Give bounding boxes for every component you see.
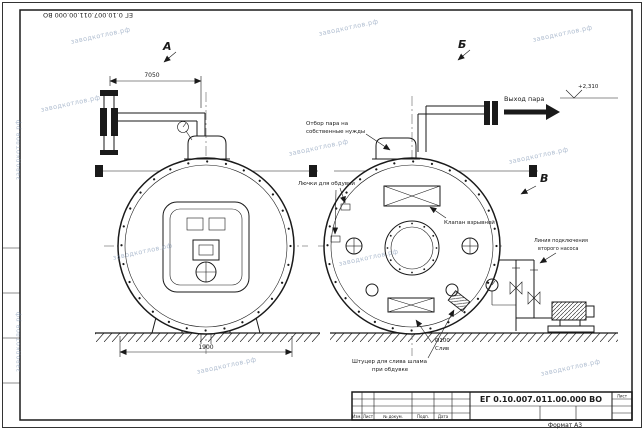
pump-assembly xyxy=(485,259,595,333)
watermark-text: заводкотлов.рф xyxy=(14,119,22,180)
explosion-valve xyxy=(383,185,441,207)
boiler-rear-view: Выход пара +2,310 Отбор пара на собствен… xyxy=(298,38,618,373)
elevation-mark: +2,310 xyxy=(560,84,618,99)
label-sludge-2: при обдувке xyxy=(372,367,409,373)
steam-outlet-arrow xyxy=(504,104,560,120)
label-explosion-valve: Клапан взрывной xyxy=(444,219,495,226)
pump-unit xyxy=(547,301,595,333)
bottom-hatch xyxy=(387,297,435,313)
steam-outlet-callout: Выход пара xyxy=(504,95,560,120)
label-steam-outlet: Выход пара xyxy=(504,95,544,103)
label-blow-hatches: Лючки для обдувки xyxy=(298,181,355,187)
tb-col-izm: Изм. xyxy=(352,414,361,419)
pressure-gauge-pump xyxy=(485,278,516,306)
label-steam-own-1: Отбор пара на xyxy=(306,121,348,127)
drain-callout: Ø100 Слив xyxy=(415,319,450,352)
label-drain: Слив xyxy=(435,346,449,352)
boiler-front-view: 7050 А 1900 xyxy=(100,40,308,357)
ground-line xyxy=(95,332,618,342)
view-v-letter: В xyxy=(540,172,548,185)
label-sludge-1: Штуцер для слива шлама xyxy=(352,359,427,365)
steam-own-needs-callout: Отбор пара на собственные нужды xyxy=(306,121,391,151)
tb-sheet-label: Лист xyxy=(617,394,628,399)
view-label-b: Б xyxy=(457,38,471,61)
title-block: Изм. Лист № докум. Подп. Дата Лист ЕГ 0.… xyxy=(351,391,633,429)
side-nozzles xyxy=(345,237,479,297)
tb-col-sign: Подп. xyxy=(417,414,429,419)
title-block-code: ЕГ 0.10.007.011.00.000 ВО xyxy=(480,395,602,404)
tb-col-date: Дата xyxy=(438,414,449,419)
blow-hatch-2 xyxy=(330,235,341,243)
label-elevation: +2,310 xyxy=(578,84,599,90)
label-drain-dia: Ø100 xyxy=(435,337,450,344)
dimension-bottom: 1900 xyxy=(119,336,293,357)
view-label-v: В xyxy=(520,172,548,195)
label-steam-own-2: собственные нужды xyxy=(306,129,365,135)
explosion-valve-callout: Клапан взрывной xyxy=(429,206,495,226)
watermark-text: заводкотлов.рф xyxy=(14,311,22,372)
blow-hatches-callout: Лючки для обдувки xyxy=(298,181,355,235)
steam-outlet-pipe xyxy=(417,101,498,152)
tb-col-list: Лист xyxy=(363,414,374,419)
label-pump-line-2: второго насоса xyxy=(538,246,578,252)
dim-width-bottom: 1900 xyxy=(198,344,213,351)
format-label: Формат А3 xyxy=(548,422,582,429)
view-a-letter: А xyxy=(162,40,172,53)
view-b-letter: Б xyxy=(458,38,466,51)
rotated-doc-code: ЕГ 0.10.007.011.00.000 ВО xyxy=(43,11,134,19)
manhole xyxy=(384,220,440,276)
tb-col-doc: № докум. xyxy=(383,414,403,419)
sludge-fitting xyxy=(447,290,471,312)
label-pump-line-1: Линия подключения xyxy=(534,238,588,244)
view-label-a: А xyxy=(162,40,177,63)
dim-length-top: 7050 xyxy=(144,72,159,79)
steam-pipe-left xyxy=(100,90,206,155)
blow-hatch-1 xyxy=(340,203,351,211)
sludge-callout: Штуцер для слива шлама при обдувке xyxy=(352,309,455,373)
dimension-top: 7050 xyxy=(109,72,202,108)
pump-line-callout: Линия подключения второго насоса xyxy=(534,238,588,264)
